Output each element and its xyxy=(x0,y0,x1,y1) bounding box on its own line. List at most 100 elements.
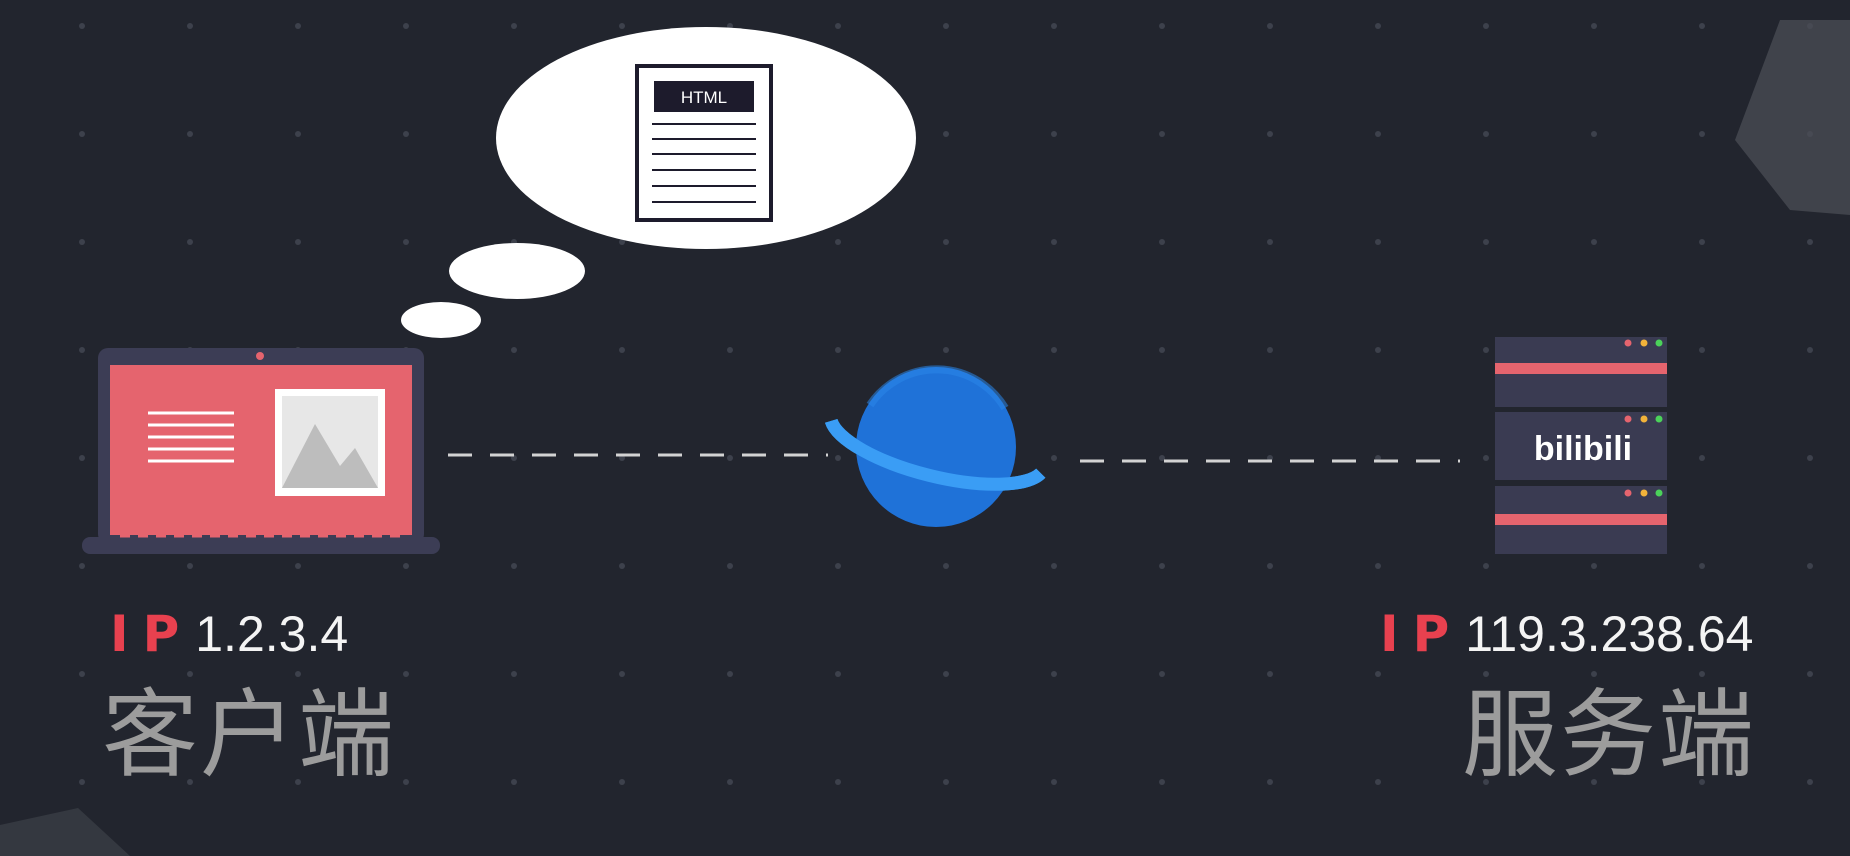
background-dot xyxy=(727,455,733,461)
background-dot xyxy=(1159,23,1165,29)
background-dot xyxy=(511,23,517,29)
background-dot xyxy=(943,23,949,29)
connection-dashed-lines xyxy=(448,453,1460,463)
background-dot xyxy=(1051,563,1057,569)
background-dot xyxy=(295,563,301,569)
background-dot xyxy=(1591,131,1597,137)
client-ip-address: IP 1.2.3.4 xyxy=(110,604,348,664)
background-dot xyxy=(1375,671,1381,677)
background-dot xyxy=(1267,563,1273,569)
background-dot xyxy=(187,671,193,677)
background-dot xyxy=(1699,23,1705,29)
background-dot xyxy=(835,23,841,29)
background-dot xyxy=(403,23,409,29)
background-dot xyxy=(943,131,949,137)
background-dot xyxy=(1051,671,1057,677)
background-dot xyxy=(1699,239,1705,245)
background-dot xyxy=(727,23,733,29)
background-dot xyxy=(511,347,517,353)
background-dot xyxy=(1051,347,1057,353)
background-dot xyxy=(619,563,625,569)
background-dot xyxy=(1591,671,1597,677)
background-dot xyxy=(79,347,85,353)
background-dot xyxy=(1267,23,1273,29)
background-dot xyxy=(619,23,625,29)
background-dot xyxy=(295,671,301,677)
background-dot xyxy=(943,239,949,245)
background-dot xyxy=(727,347,733,353)
server-ip-value: 119.3.238.64 xyxy=(1465,606,1754,662)
background-dot xyxy=(835,779,841,785)
background-dot xyxy=(403,131,409,137)
background-dot xyxy=(1699,671,1705,677)
background-dot xyxy=(1159,671,1165,677)
background-dot xyxy=(511,779,517,785)
background-dot xyxy=(187,239,193,245)
background-dot xyxy=(1591,779,1597,785)
background-dot xyxy=(1699,779,1705,785)
background-dot xyxy=(943,563,949,569)
background-dot xyxy=(619,347,625,353)
background-dot xyxy=(403,239,409,245)
background-dot xyxy=(1591,23,1597,29)
background-dot xyxy=(1807,563,1813,569)
background-dot xyxy=(1591,239,1597,245)
background-dot xyxy=(79,671,85,677)
background-dot xyxy=(511,671,517,677)
background-dot xyxy=(1699,131,1705,137)
server-ip-label: IP xyxy=(1380,605,1464,663)
background-dot xyxy=(1267,239,1273,245)
background-dot xyxy=(727,779,733,785)
background-dot xyxy=(1159,455,1165,461)
corner-hexagon-decoration xyxy=(1735,20,1850,215)
background-dot xyxy=(1159,779,1165,785)
background-dot xyxy=(1807,239,1813,245)
background-dot xyxy=(1375,563,1381,569)
background-dot xyxy=(1483,563,1489,569)
background-dot xyxy=(295,23,301,29)
background-dot xyxy=(79,779,85,785)
background-dot xyxy=(1807,779,1813,785)
background-dot xyxy=(295,779,301,785)
laptop-icon xyxy=(82,348,440,554)
internet-planet-icon xyxy=(824,365,1046,527)
background-dot xyxy=(187,779,193,785)
background-dot xyxy=(1807,455,1813,461)
bilibili-logo: bilibili xyxy=(1534,430,1632,468)
background-dot xyxy=(187,131,193,137)
background-dot xyxy=(79,563,85,569)
background-dot xyxy=(835,455,841,461)
background-dot xyxy=(835,347,841,353)
document-icon: HTML xyxy=(635,64,773,222)
background-dot xyxy=(79,239,85,245)
background-dot xyxy=(943,779,949,785)
background-dot xyxy=(403,671,409,677)
background-dot xyxy=(1051,131,1057,137)
server-ip-address: IP 119.3.238.64 xyxy=(1380,604,1753,664)
background-dot xyxy=(1267,347,1273,353)
background-dot xyxy=(943,347,949,353)
background-dot xyxy=(727,671,733,677)
background-dot xyxy=(1483,455,1489,461)
background-dot xyxy=(295,131,301,137)
background-dot xyxy=(619,671,625,677)
background-dot xyxy=(1375,23,1381,29)
background-dot xyxy=(1267,779,1273,785)
background-dot xyxy=(79,23,85,29)
background-dot xyxy=(727,563,733,569)
background-dot xyxy=(187,23,193,29)
background-dot xyxy=(403,779,409,785)
background-dot xyxy=(1051,779,1057,785)
server-rack-icon: bilibili xyxy=(1495,337,1667,554)
background-dot xyxy=(1807,671,1813,677)
server-role-label: 服务端 xyxy=(1462,679,1756,791)
client-ip-label: IP xyxy=(110,605,194,663)
background-dot xyxy=(1267,671,1273,677)
background-dot xyxy=(1375,779,1381,785)
background-dot xyxy=(1483,347,1489,353)
client-ip-value: 1.2.3.4 xyxy=(195,606,349,662)
background-dot xyxy=(1267,131,1273,137)
background-dot xyxy=(1483,239,1489,245)
